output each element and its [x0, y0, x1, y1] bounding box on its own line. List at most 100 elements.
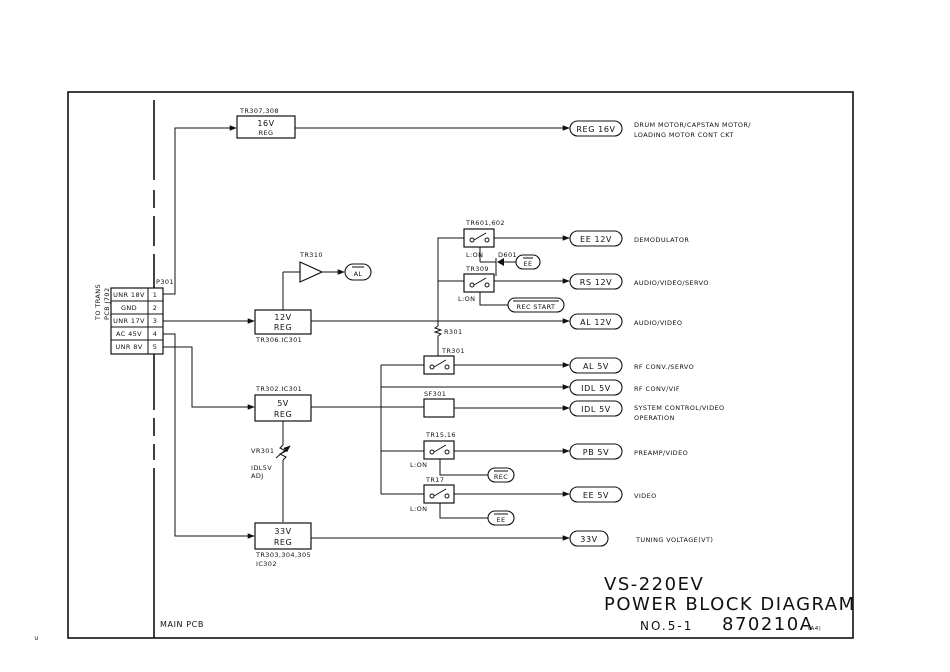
output-pb-5v: PB 5V PREAMP/VIDEO: [569, 443, 688, 460]
tr601-switch: [463, 228, 495, 248]
output-description: SYSTEM CONTROL/VIDEO: [634, 404, 725, 412]
diagram-frame: [67, 91, 854, 639]
ee-input-top-label: EE: [523, 260, 532, 268]
pin-name: UNR 17V: [113, 317, 145, 325]
l-on-label: L:ON: [410, 461, 427, 469]
output-description: PREAMP/VIDEO: [634, 449, 688, 457]
output-terminal-label: AL 5V: [583, 362, 609, 371]
d601-ref: D601: [498, 251, 517, 259]
tr309-ref: TR309: [465, 265, 489, 273]
tr310-ref: TR310: [299, 251, 323, 259]
d601-diode: [497, 258, 504, 266]
output-description: TUNING VOLTAGE(VT): [635, 536, 713, 544]
output-idl-5v-syscon: IDL 5V SYSTEM CONTROL/VIDEO OPERATION: [569, 400, 725, 422]
rec-start-label: REC START: [517, 303, 556, 311]
connector-side-label-2: PCB J702: [103, 287, 111, 320]
reg-5v-label: 5V: [277, 399, 289, 408]
model-title: VS-220EV: [604, 574, 704, 595]
pin-name: UNR 18V: [113, 291, 145, 299]
l-on-label: L:ON: [410, 505, 427, 513]
r301-resistor: [433, 325, 443, 337]
tr1516-switch: [423, 440, 455, 460]
pin-name: GND: [121, 304, 137, 312]
output-ee-12v: EE 12V DEMODULATOR: [569, 230, 689, 247]
diagram-title: POWER BLOCK DIAGRAM: [604, 594, 856, 615]
input-wiring: [163, 125, 255, 539]
pin-number: 4: [153, 330, 158, 338]
tr17-switch: [423, 484, 455, 504]
output-terminal-label: RS 12V: [580, 278, 612, 287]
output-description: DRUM MOTOR/CAPSTAN MOTOR/: [634, 121, 751, 129]
output-description-2: LOADING MOTOR CONT CKT: [634, 131, 734, 139]
reg-16v: TR307,308 16V REG: [236, 107, 570, 139]
reg-16v-label: 16V: [257, 119, 274, 128]
l-on-label: L:ON: [466, 251, 483, 259]
output-ee-5v: EE 5V VIDEO: [569, 486, 657, 503]
tr301-switch: [423, 355, 455, 375]
l-on-label: L:ON: [458, 295, 475, 303]
tr310-buffer: [299, 261, 324, 283]
reg-33v-label: 33V: [274, 527, 291, 536]
reg-12v-ref: TR306.IC301: [255, 336, 302, 344]
connector-p301: TO TRANS PCB J702 UNR 18V GND UNR 17V AC…: [94, 278, 174, 355]
switch-12v-branch: TR601,602 L:ON D601 EE TR309 L:ON REC ST…: [437, 219, 570, 321]
title-block: VS-220EV POWER BLOCK DIAGRAM NO.5-1 8702…: [604, 574, 856, 635]
pin-number: 5: [153, 343, 158, 351]
output-al-12v: AL 12V AUDIO/VIDEO: [569, 313, 682, 330]
output-terminal-label: EE 5V: [583, 491, 609, 500]
output-33v: 33V TUNING VOLTAGE(VT): [569, 530, 713, 547]
r301-tr301: R301 TR301: [423, 321, 570, 375]
main-pcb-label: MAIN PCB: [160, 620, 204, 629]
output-description-2: OPERATION: [634, 414, 675, 422]
output-description: AUDIO/VIDEO/SERVO: [634, 279, 709, 287]
al-input-terminal: [344, 263, 372, 281]
output-terminal-label: AL 12V: [580, 318, 612, 327]
output-description: DEMODULATOR: [634, 236, 689, 244]
reg-33v: VR301 IDL5V ADJ 33V REG TR303,304,305 IC…: [251, 421, 570, 568]
reg-5v-sub: REG: [274, 410, 292, 419]
output-rs-12v: RS 12V AUDIO/VIDEO/SERVO: [569, 273, 709, 290]
pin-name: UNR 8V: [115, 343, 142, 351]
reg-5v: TR302.IC301 5V REG SF301 TR15,16 L:ON RE…: [254, 364, 570, 526]
output-idl-5v-rf: IDL 5V RF CONV/VIF: [569, 379, 680, 396]
ee-input-top-terminal: [515, 254, 541, 270]
output-al-5v: AL 5V RF CONV./SERVO: [569, 357, 694, 374]
paper-size: (A4): [808, 626, 821, 632]
output-terminal-label: IDL 5V: [581, 384, 611, 393]
diagram-code: 870210A: [722, 614, 814, 635]
pin-number: 2: [153, 304, 158, 312]
tr1516-ref: TR15,16: [425, 431, 456, 439]
idl-adjust-label-1: IDL5V: [251, 464, 272, 472]
output-terminal-label: PB 5V: [583, 448, 609, 457]
sf301-block: [423, 398, 455, 418]
ee-input-bottom-label: EE: [496, 516, 505, 524]
tr309-switch: [463, 273, 495, 293]
tr301-ref: TR301: [441, 347, 465, 355]
output-description: RF CONV/VIF: [634, 385, 680, 393]
output-terminal-label: 33V: [580, 535, 597, 544]
reg-12v: 12V REG TR306.IC301 TR310 AL: [254, 251, 570, 344]
reg-33v-ref-2: IC302: [256, 560, 277, 568]
output-terminals: REG 16V DRUM MOTOR/CAPSTAN MOTOR/ LOADIN…: [569, 120, 751, 547]
sf301-ref: SF301: [424, 390, 446, 398]
tr601-ref: TR601,602: [465, 219, 505, 227]
reg-16v-sub: REG: [259, 129, 274, 137]
reg-12v-sub: REG: [274, 323, 292, 332]
output-reg-16v: REG 16V DRUM MOTOR/CAPSTAN MOTOR/ LOADIN…: [569, 120, 751, 139]
output-description: VIDEO: [634, 492, 657, 500]
output-description: AUDIO/VIDEO: [634, 319, 682, 327]
connector-ref: P301: [156, 278, 174, 286]
pin-number: 1: [153, 291, 158, 299]
reg-33v-sub: REG: [274, 538, 292, 547]
connector-side-label-1: TO TRANS: [94, 284, 102, 321]
pin-name: AC 45V: [116, 330, 142, 338]
vr301-ref: VR301: [251, 447, 274, 455]
al-input-label: AL: [354, 270, 363, 278]
diagram-number: NO.5-1: [640, 619, 693, 633]
reg-12v-label: 12V: [274, 313, 291, 322]
side-note: ∪: [34, 634, 39, 642]
output-terminal-label: REG 16V: [576, 125, 615, 134]
idl-adjust-label-2: ADJ: [251, 472, 264, 480]
output-description: RF CONV./SERVO: [634, 363, 694, 371]
reg-5v-ref: TR302.IC301: [255, 385, 302, 393]
